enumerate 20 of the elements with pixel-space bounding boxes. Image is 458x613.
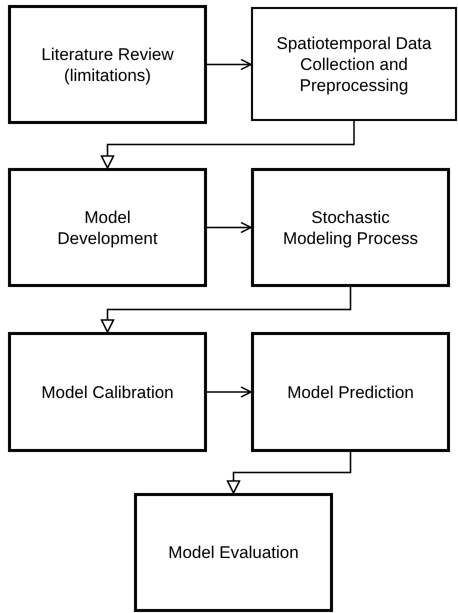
process-box: [251, 7, 457, 121]
box-label: Spatiotemporal Data Collection and Preprocessing: [276, 32, 432, 96]
arrow: [207, 222, 252, 234]
box-label: Stochastic Modeling Process: [282, 206, 420, 248]
box-label: Literature Review (limitations): [40, 44, 175, 86]
box-label: Model Calibration: [41, 382, 174, 402]
box-label: Model Prediction: [287, 382, 414, 402]
arrow: [226, 452, 352, 494]
box-label: Model Evaluation: [168, 542, 299, 563]
process-box: [8, 168, 207, 287]
process-box: [251, 332, 450, 452]
box-label: Model Development: [56, 206, 159, 248]
process-box: [251, 168, 450, 287]
process-box: [8, 332, 207, 452]
arrow: [100, 121, 355, 169]
arrow: [207, 58, 252, 70]
process-box: [134, 493, 333, 612]
process-box: [8, 5, 207, 124]
arrow: [100, 287, 352, 333]
arrow: [207, 386, 252, 398]
